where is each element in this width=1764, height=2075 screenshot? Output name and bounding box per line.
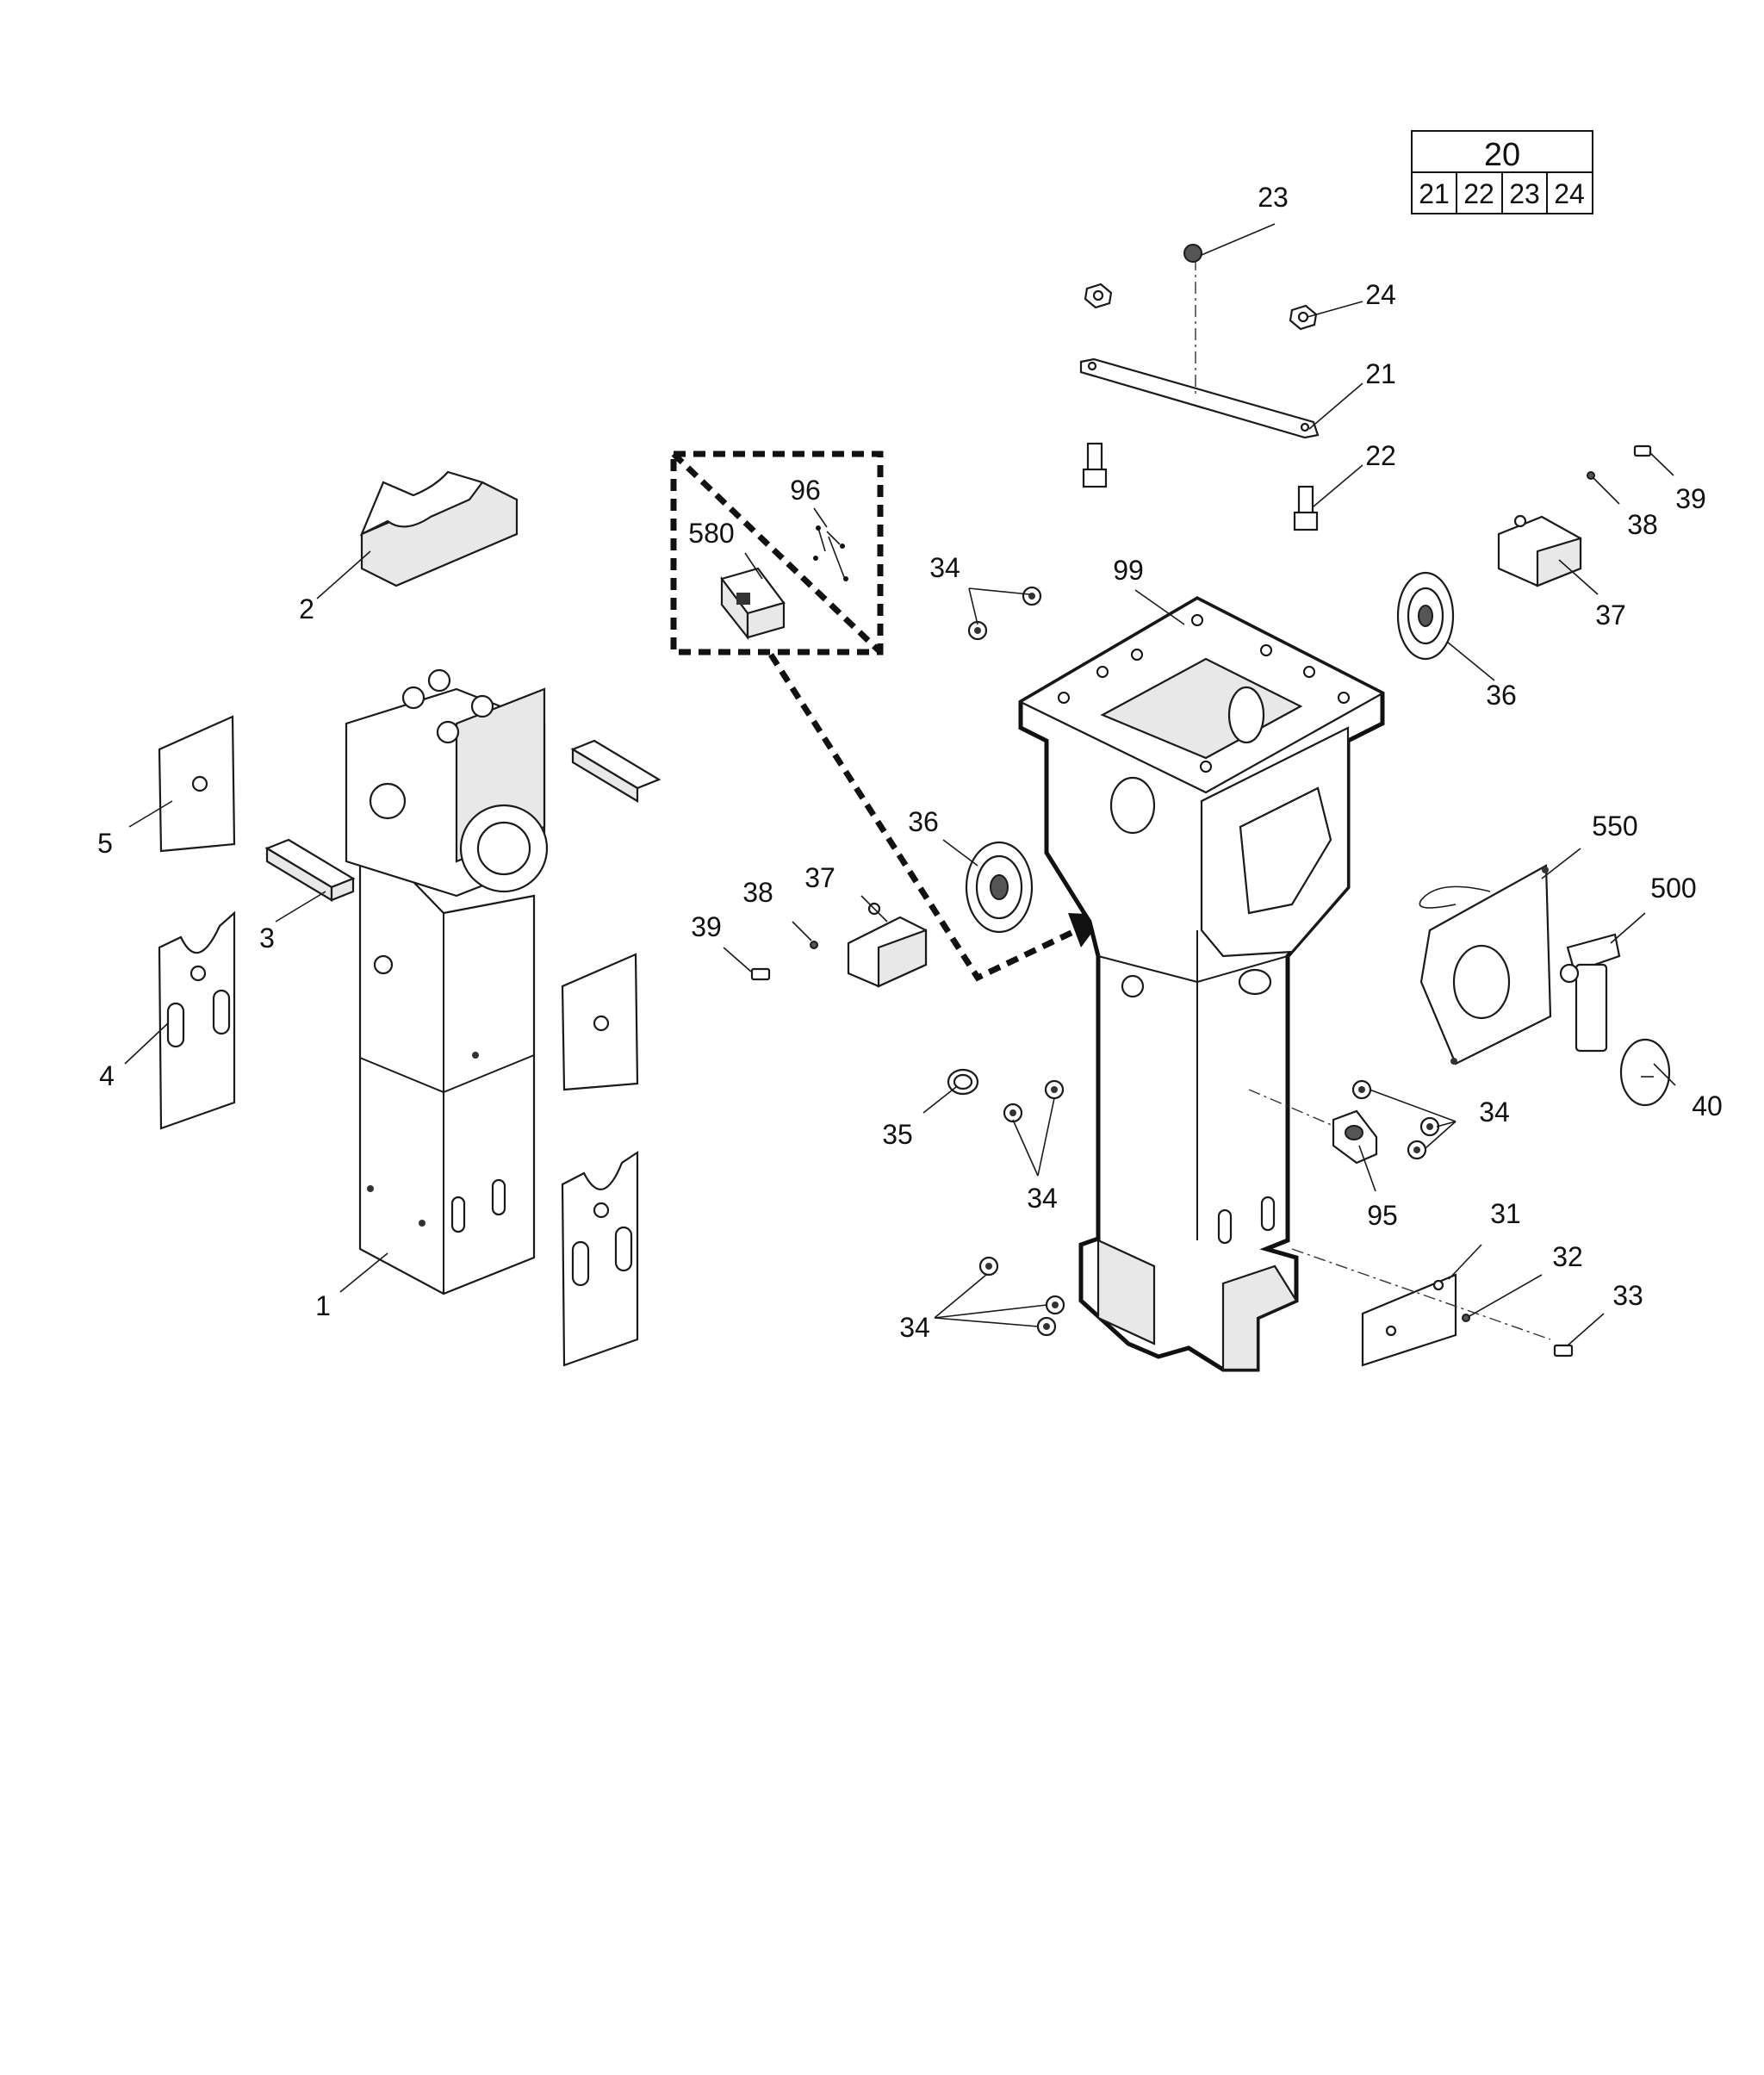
callout-580: 580 xyxy=(688,518,734,549)
detail-leader-arrow xyxy=(768,653,1078,982)
callout-36-right: 36 xyxy=(1486,680,1517,711)
callout-21: 21 xyxy=(1365,358,1396,389)
part-33-screw xyxy=(1553,1344,1574,1357)
callout-31: 31 xyxy=(1490,1198,1521,1229)
callout-4: 4 xyxy=(99,1060,115,1091)
part-31-cover-plate xyxy=(1361,1273,1457,1367)
callout-36-left: 36 xyxy=(908,806,939,837)
callout-39-left: 39 xyxy=(691,911,722,942)
callout-38-left: 38 xyxy=(742,877,773,908)
part-3-key-bar-right xyxy=(570,739,662,803)
callout-1: 1 xyxy=(315,1290,331,1321)
callout-34-top: 34 xyxy=(929,552,960,583)
part-34-nuts xyxy=(967,586,1440,1337)
callout-23: 23 xyxy=(1258,182,1289,213)
part-32-washer xyxy=(1462,1314,1470,1322)
part-24-nut xyxy=(1289,304,1318,331)
part-4-side-plate-right xyxy=(561,1150,639,1367)
part-96-pins xyxy=(813,525,848,581)
callout-95: 95 xyxy=(1367,1200,1398,1231)
callout-34-bottom: 34 xyxy=(899,1312,930,1343)
callout-40: 40 xyxy=(1692,1090,1723,1121)
part-38-washer-right xyxy=(1587,471,1595,480)
part-22-bolt-left xyxy=(1082,442,1108,488)
kit-table: 20 21 22 23 24 xyxy=(1411,130,1593,214)
part-21-cross-plate xyxy=(1079,357,1320,439)
part-23-washer xyxy=(1183,244,1202,263)
kit-table-header: 20 xyxy=(1484,137,1520,173)
leader-lines xyxy=(124,223,1676,1346)
kit-table-cell-21: 21 xyxy=(1419,178,1450,209)
callout-96: 96 xyxy=(790,475,821,506)
callout-37-right: 37 xyxy=(1595,600,1626,631)
callout-99: 99 xyxy=(1113,555,1144,586)
detail-box-580 xyxy=(670,450,884,655)
part-38-washer-left xyxy=(810,941,818,949)
part-36-disc-right xyxy=(1396,571,1455,661)
callout-550: 550 xyxy=(1592,811,1637,842)
callout-39-right: 39 xyxy=(1675,483,1706,514)
part-1-hammer-body xyxy=(345,668,549,1295)
kit-table-cell-22: 22 xyxy=(1463,178,1494,209)
part-36-disc-left xyxy=(965,841,1034,934)
part-550-sensor-plate xyxy=(1419,864,1552,1065)
part-39-screw-left xyxy=(750,967,771,981)
callout-22: 22 xyxy=(1365,440,1396,471)
part-4-side-plate xyxy=(158,910,236,1130)
kit-table-cell-23: 23 xyxy=(1509,178,1540,209)
callout-2: 2 xyxy=(299,593,314,624)
callout-500: 500 xyxy=(1650,873,1696,904)
part-39-screw-right xyxy=(1633,444,1652,457)
part-5-wear-plate xyxy=(158,715,236,853)
part-2-top-buffer xyxy=(359,470,519,587)
kit-table-cell-24: 24 xyxy=(1554,178,1585,209)
callout-5: 5 xyxy=(97,828,113,859)
part-40-shim-disc xyxy=(1619,1038,1671,1107)
part-37-bracket-right xyxy=(1497,514,1582,587)
part-3-key-bar xyxy=(264,838,356,902)
part-5-wear-plate-right xyxy=(561,953,639,1091)
callout-32: 32 xyxy=(1552,1241,1583,1272)
part-500-sensor xyxy=(1559,933,1621,1053)
part-22-bolt xyxy=(1293,485,1319,531)
callout-38-right: 38 xyxy=(1627,509,1658,540)
part-99-main-frame xyxy=(1018,596,1385,1372)
callout-34-mid: 34 xyxy=(1027,1183,1058,1214)
callout-33: 33 xyxy=(1612,1280,1643,1311)
callout-35: 35 xyxy=(882,1119,913,1150)
callout-34-right: 34 xyxy=(1479,1097,1510,1128)
callout-24: 24 xyxy=(1365,279,1396,310)
callout-37-left: 37 xyxy=(804,862,835,893)
callout-labels: 23 24 21 22 39 38 37 36 99 34 96 580 2 5… xyxy=(97,182,1723,1343)
part-24-nut-upper xyxy=(1084,283,1113,309)
centerline-31 xyxy=(1291,1248,1551,1340)
part-95-bracket xyxy=(1248,1089,1378,1165)
callout-3: 3 xyxy=(259,923,275,954)
part-37-bracket-left xyxy=(847,902,928,988)
